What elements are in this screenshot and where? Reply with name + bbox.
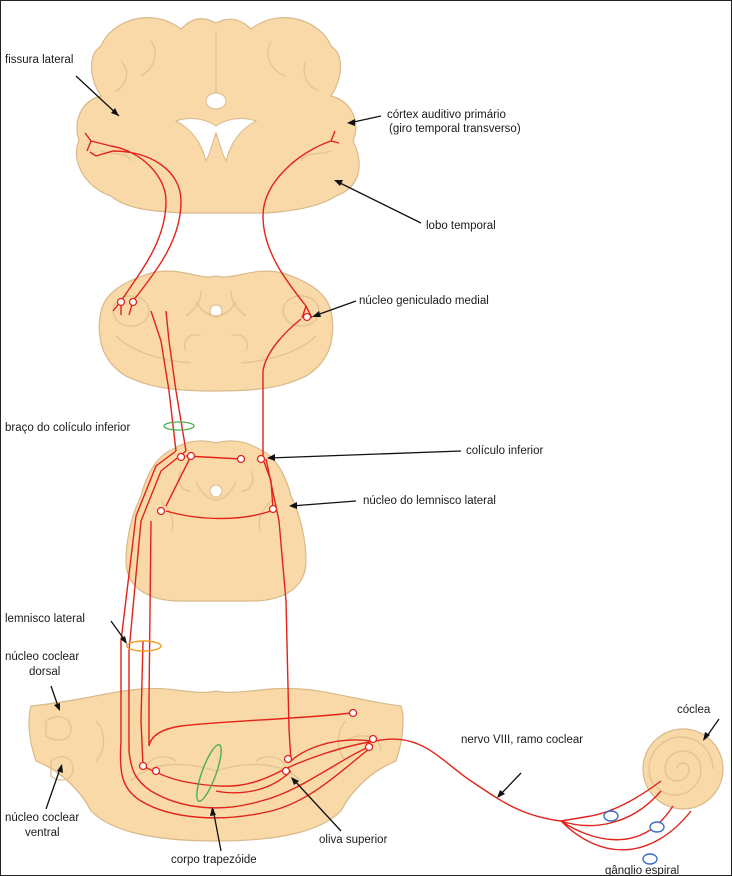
label-nucleo-geniculado-medial: núcleo geniculado medial bbox=[359, 295, 489, 307]
label-corpo-trapezoide: corpo trapezóide bbox=[171, 854, 257, 866]
label-giro-temporal: (giro temporal transverso) bbox=[389, 123, 521, 135]
label-coliculo-inferior: colículo inferior bbox=[466, 445, 544, 457]
label-ventral: ventral bbox=[25, 827, 60, 839]
lateral-lemniscus-marker bbox=[127, 641, 161, 651]
label-dorsal: dorsal bbox=[29, 666, 60, 678]
label-cortex-auditivo: córtex auditivo primário bbox=[387, 109, 506, 121]
brachium-marker bbox=[164, 422, 194, 430]
label-nucleo-lemnisco-lateral: núcleo do lemnisco lateral bbox=[363, 495, 496, 507]
label-nervo-viii: nervo VIII, ramo coclear bbox=[461, 734, 583, 746]
label-oliva-superior: oliva superior bbox=[319, 834, 388, 846]
label-lemnisco-lateral: lemnisco lateral bbox=[5, 613, 85, 625]
label-ganglio-espiral: gânglio espiral bbox=[605, 865, 679, 875]
label-fissura-lateral: fissura lateral bbox=[5, 54, 73, 66]
thalamus-section bbox=[99, 271, 332, 391]
label-coclea: cóclea bbox=[677, 704, 711, 716]
label-nucleo-coclear-ventral: núcleo coclear bbox=[5, 812, 79, 824]
label-nucleo-coclear-dorsal: núcleo coclear bbox=[5, 651, 79, 663]
label-braco-coliculo-inferior: braço do colículo inferior bbox=[5, 422, 130, 434]
label-lobo-temporal: lobo temporal bbox=[426, 220, 496, 232]
